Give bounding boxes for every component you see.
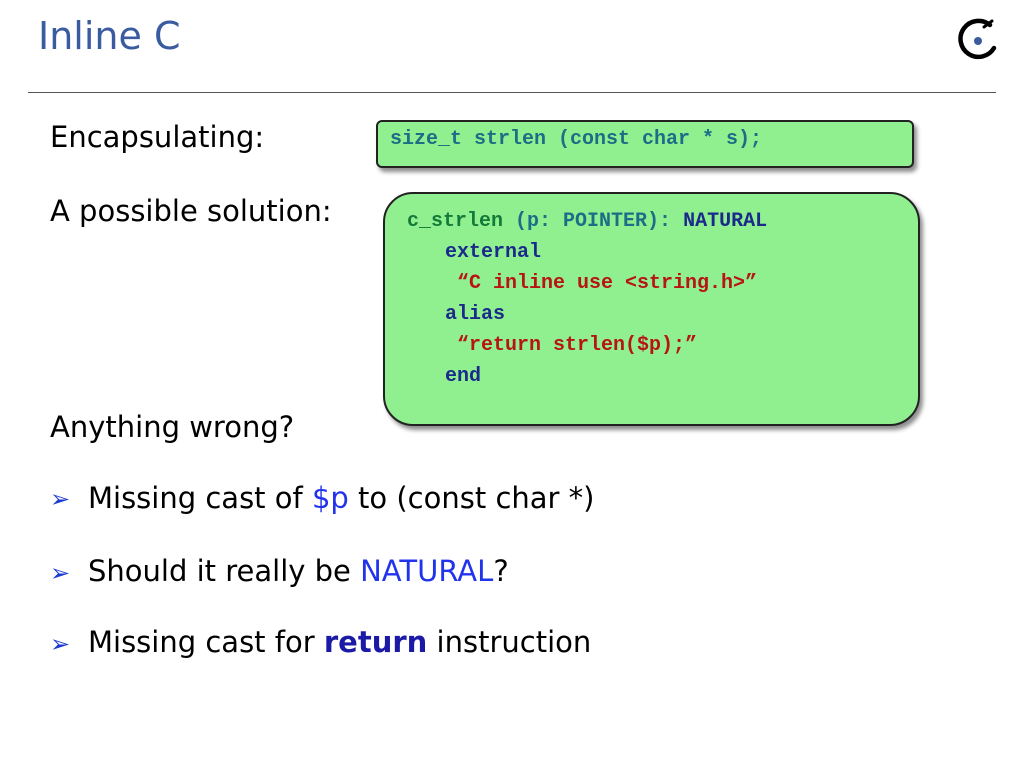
bullet-3-text: Missing cast for (88, 625, 324, 659)
signature-code-box: size_t strlen (const char * s); (376, 120, 914, 168)
solution-label: A possible solution: (50, 194, 332, 228)
encapsulating-label: Encapsulating: (50, 120, 265, 154)
code-end-keyword: end (445, 365, 482, 388)
solution-code-box: c_strlen (p: POINTER): NATURAL external … (383, 192, 920, 426)
title-divider (28, 92, 996, 93)
bullet-3-suffix: instruction (427, 625, 592, 659)
question-text: Anything wrong? (50, 410, 295, 444)
bullet-item-2: Should it really be NATURAL? (88, 554, 509, 588)
bullet-2-text: Should it really be (88, 554, 361, 588)
bullet-3-highlight: return (323, 625, 428, 659)
bullet-marker-icon: ➢ (50, 630, 71, 658)
bullet-2-suffix: ? (493, 554, 509, 588)
bullet-2-highlight: NATURAL (360, 554, 494, 588)
bullet-marker-icon: ➢ (50, 559, 71, 587)
code-external-string: “C inline use <string.h>” (457, 272, 758, 295)
eiffel-logo-icon (958, 18, 997, 60)
bullet-1-suffix: to (const char *) (348, 481, 595, 515)
slide-title: Inline C (38, 14, 181, 58)
bullet-marker-icon: ➢ (50, 485, 71, 513)
code-type: NATURAL (683, 210, 768, 233)
code-line-1: c_strlen (p: POINTER): NATURAL (407, 210, 767, 233)
bullet-1-highlight: $p (311, 481, 349, 515)
signature-code: size_t strlen (const char * s); (390, 128, 763, 151)
code-alias-keyword: alias (445, 303, 506, 326)
code-feature-name: c_strlen (407, 210, 504, 233)
bullet-item-1: Missing cast of $p to (const char *) (88, 481, 595, 515)
bullet-item-3: Missing cast for return instruction (88, 625, 591, 659)
code-params: (p: POINTER): (515, 210, 672, 233)
bullet-1-text: Missing cast of (88, 481, 312, 515)
code-alias-string: “return strlen($p);” (457, 334, 698, 357)
code-external-keyword: external (445, 241, 542, 264)
